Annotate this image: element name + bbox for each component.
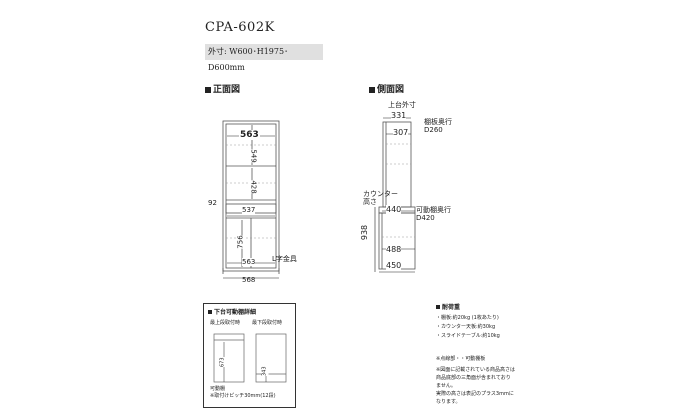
detail-col1-label: 最上段取付時 xyxy=(210,320,241,326)
detail-drawing xyxy=(213,333,287,383)
side-view-title: 側面図 xyxy=(377,85,405,95)
side-shelf-depth: 307 xyxy=(393,128,409,137)
front-lower-width: 563 xyxy=(242,258,256,266)
front-shelf-gap1: 549 xyxy=(249,149,258,163)
product-dimensions-bar: 外寸: W600･H1975･D600mm xyxy=(205,44,323,72)
side-movable-shelf-label: 可動棚奥行 D420 xyxy=(416,206,451,222)
detail-footer-line1: 可動棚 xyxy=(210,386,226,392)
front-view-title: 正面図 xyxy=(213,85,241,95)
side-shelf-depth-label: 棚板奥行 D260 xyxy=(424,118,452,134)
front-hardware-label: L字金具 xyxy=(272,255,297,263)
front-shelf-gap2: 428 xyxy=(249,180,258,194)
side-counter-height-label: カウンター 高さ xyxy=(363,190,398,206)
front-left-side: 92 xyxy=(208,199,217,207)
notes-heading: 耐荷重 xyxy=(442,304,461,311)
square-bullet-icon xyxy=(436,305,440,309)
side-top-outer-depth: 331 xyxy=(391,111,407,120)
notes-item-2: ・カウンター天板:約30kg xyxy=(436,324,496,330)
detail-dim-a: 673 xyxy=(219,357,227,368)
notes-item-1: ・棚板:約20kg (1枚あたり) xyxy=(436,315,499,321)
notes-footnote-2: ※図面に記載されている商品高さは 商品底部の三角面が含まれており ません。 実際… xyxy=(436,367,516,405)
side-counter-height-value: 938 xyxy=(360,224,370,241)
square-bullet-icon xyxy=(208,310,212,314)
product-model-title: CPA-602K xyxy=(205,20,275,35)
front-top-width: 563 xyxy=(239,130,260,140)
side-view-heading: 側面図 xyxy=(369,82,404,95)
front-lower-height: 756 xyxy=(236,235,245,249)
notes-heading-row: 耐荷重 xyxy=(436,302,566,311)
detail-title: 下台可動棚詳細 xyxy=(214,309,257,316)
square-bullet-icon xyxy=(369,86,375,93)
detail-title-row: 下台可動棚詳細 xyxy=(208,307,256,316)
notes-item-3: ・スライドテーブル:約10kg xyxy=(436,333,500,339)
side-lower-bottom-depth: 450 xyxy=(386,261,402,270)
load-capacity-notes: 耐荷重 ・棚板:約20kg (1枚あたり) ・カウンター天板:約30kg ・スラ… xyxy=(436,302,566,406)
detail-footer-line2: ※取付けピッチ30mm(12段) xyxy=(210,393,276,399)
front-view-heading: 正面図 xyxy=(205,82,240,95)
side-counter-depth: 440 xyxy=(386,205,402,214)
front-total-width: 568 xyxy=(242,276,256,284)
detail-col2-label: 最下段取付時 xyxy=(252,320,283,326)
detail-dim-b: 343 xyxy=(261,366,269,377)
notes-footnote-1: ※点線部・・可動棚板 xyxy=(436,356,486,362)
front-drawer-width: 537 xyxy=(242,206,256,214)
movable-shelf-detail-box: 下台可動棚詳細 最上段取付時 最下段取付時 673 343 可動棚 ※取付けピッ… xyxy=(203,303,296,408)
side-lower-mid-depth: 488 xyxy=(386,245,402,254)
square-bullet-icon xyxy=(205,86,211,93)
side-top-outer-label: 上台外寸 xyxy=(388,101,416,109)
